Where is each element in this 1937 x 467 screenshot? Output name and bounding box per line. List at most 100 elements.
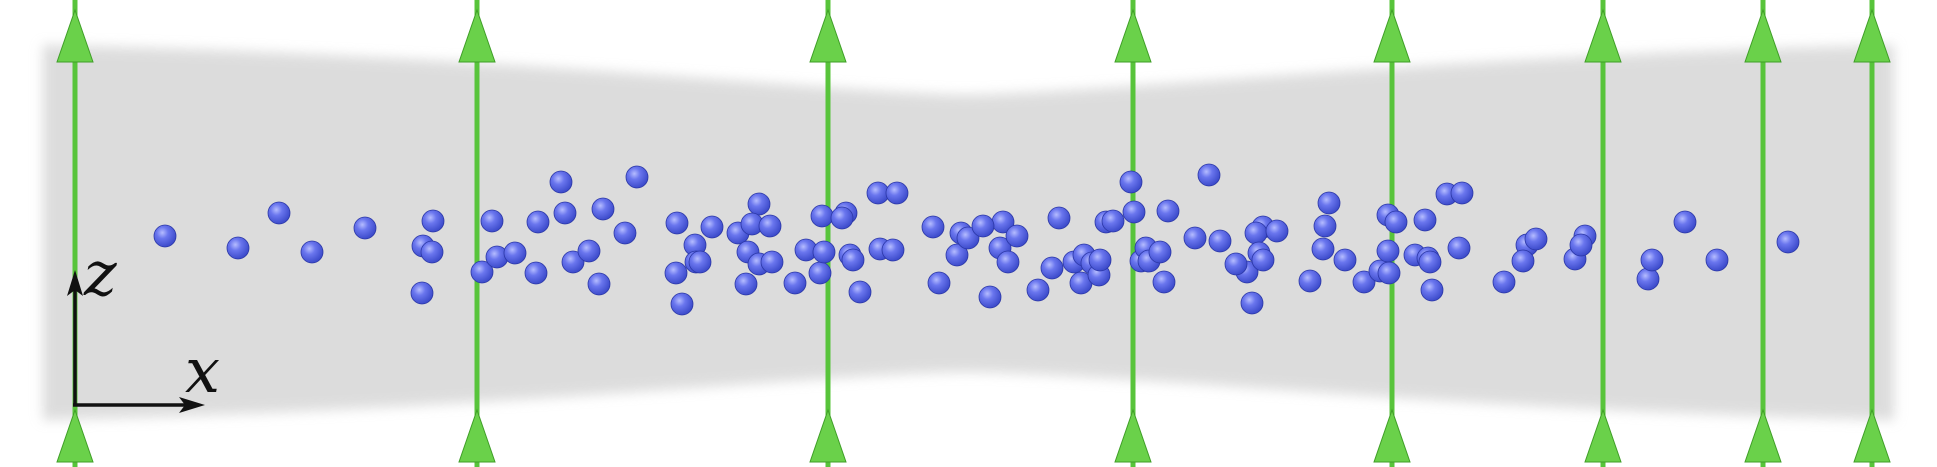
triangle-up-icon: [458, 408, 496, 463]
atom: [927, 271, 951, 295]
atom: [561, 250, 585, 274]
atom: [1152, 270, 1176, 294]
atom: [1298, 269, 1322, 293]
atom: [1224, 252, 1248, 276]
atom: [1376, 239, 1400, 263]
atom: [300, 240, 324, 264]
atom: [734, 272, 758, 296]
atom: [1673, 210, 1697, 234]
triangle-up-icon: [809, 8, 847, 63]
triangle-up-icon: [56, 408, 94, 463]
atom: [1492, 270, 1516, 294]
atom: [591, 197, 615, 221]
atom: [1244, 221, 1268, 245]
atom: [625, 165, 649, 189]
z-axis-label: z: [83, 237, 117, 310]
x-axis-arrow-icon: [179, 397, 205, 413]
atom: [1418, 250, 1442, 274]
atom: [1705, 248, 1729, 272]
triangle-up-icon: [809, 408, 847, 463]
laser-beam: [1114, 0, 1152, 467]
atom: [470, 260, 494, 284]
atom: [1156, 199, 1180, 223]
laser-beam: [1853, 0, 1891, 467]
triangle-up-icon: [1584, 8, 1622, 63]
atom: [1636, 267, 1660, 291]
atom: [700, 215, 724, 239]
atom: [480, 209, 504, 233]
atom: [664, 261, 688, 285]
atom: [1317, 191, 1341, 215]
atom: [1101, 209, 1125, 233]
triangle-up-icon: [1114, 408, 1152, 463]
atom: [503, 241, 527, 265]
triangle-up-icon: [458, 8, 496, 63]
atom: [808, 261, 832, 285]
atom: [410, 281, 434, 305]
atom: [1183, 226, 1207, 250]
triangle-up-icon: [1853, 8, 1891, 63]
triangle-up-icon: [1744, 408, 1782, 463]
atom: [688, 250, 712, 274]
atom: [1511, 249, 1535, 273]
atom: [1026, 278, 1050, 302]
atom: [812, 240, 836, 264]
atom: [670, 292, 694, 316]
atom: [1311, 237, 1335, 261]
atom: [420, 240, 444, 264]
atom: [226, 236, 250, 260]
atom: [760, 250, 784, 274]
atom: [747, 192, 771, 216]
atom: [1447, 236, 1471, 260]
atom: [1640, 248, 1664, 272]
atom: [1040, 256, 1064, 280]
atom: [758, 214, 782, 238]
atom: [1377, 261, 1401, 285]
triangle-up-icon: [1373, 8, 1411, 63]
atom: [587, 272, 611, 296]
atoms-layer: [153, 163, 1800, 316]
triangle-up-icon: [1373, 408, 1411, 463]
atom: [971, 214, 995, 238]
atom: [1088, 248, 1112, 272]
atom: [1122, 200, 1146, 224]
laser-beam: [809, 0, 847, 467]
atom: [613, 221, 637, 245]
atom: [1313, 214, 1337, 238]
atom: [1333, 248, 1357, 272]
coordinate-axes: z x: [67, 237, 220, 413]
laser-beam: [1744, 0, 1782, 467]
atom: [881, 238, 905, 262]
atom: [526, 210, 550, 234]
atom: [1119, 170, 1143, 194]
atom: [1265, 219, 1289, 243]
atom: [267, 201, 291, 225]
atom: [1384, 210, 1408, 234]
atom: [665, 211, 689, 235]
atom: [1047, 206, 1071, 230]
triangle-up-icon: [1744, 8, 1782, 63]
atom: [848, 280, 872, 304]
atom: [577, 239, 601, 263]
atom: [153, 224, 177, 248]
atom: [810, 204, 834, 228]
laser-beam: [1584, 0, 1622, 467]
atom: [945, 243, 969, 267]
atom: [978, 285, 1002, 309]
atom: [1352, 270, 1376, 294]
atom: [956, 226, 980, 250]
atom: [549, 170, 573, 194]
laser-beam: [458, 0, 496, 467]
atom: [1524, 227, 1548, 251]
x-axis-label: x: [185, 334, 220, 407]
atom: [921, 215, 945, 239]
atom: [996, 250, 1020, 274]
triangle-up-icon: [1584, 408, 1622, 463]
atom: [1413, 208, 1437, 232]
atom: [830, 206, 854, 230]
atom: [841, 248, 865, 272]
atom: [353, 216, 377, 240]
triangle-up-icon: [1114, 8, 1152, 63]
z-axis-arrow-icon: [67, 270, 83, 296]
